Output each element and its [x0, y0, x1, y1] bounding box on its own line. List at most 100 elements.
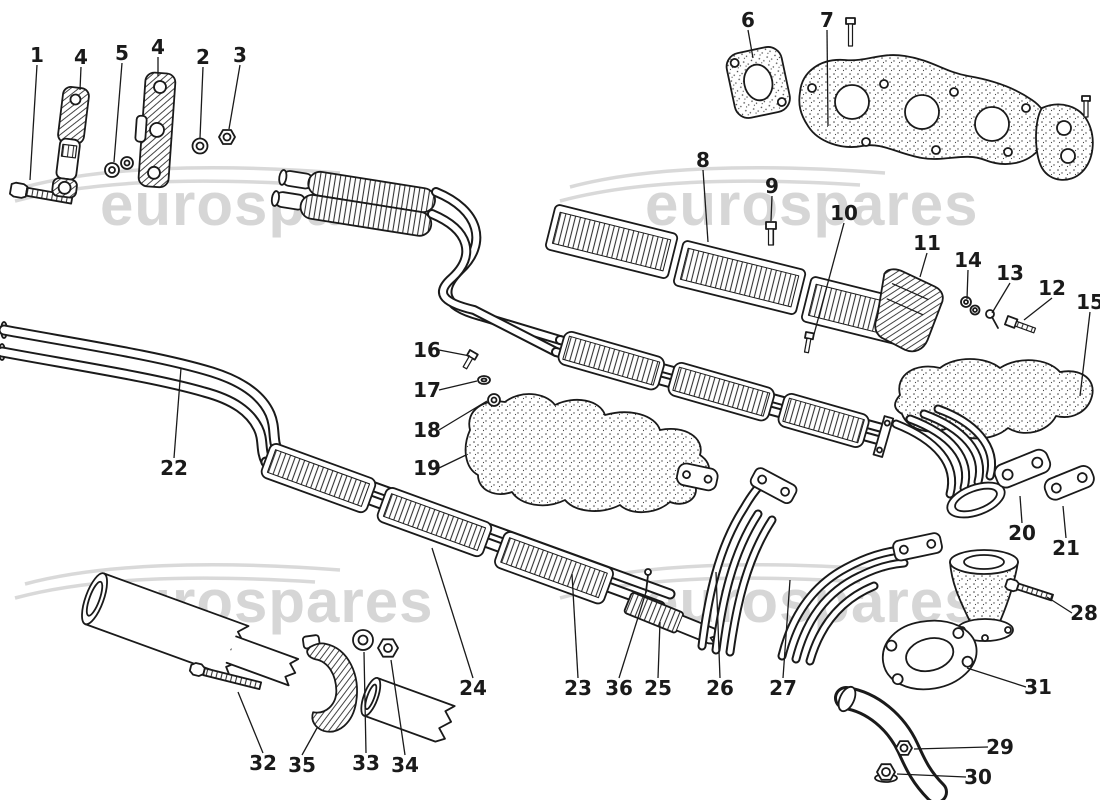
part-7-manifold-gasket	[798, 17, 1094, 181]
part-34-nut	[377, 638, 399, 658]
part-29-nut	[895, 740, 913, 756]
pipe-section-b	[360, 677, 456, 743]
tail-pipe-cutaway	[81, 572, 300, 687]
leader-line-16-16	[438, 349, 471, 357]
part-label-12: 12	[1038, 276, 1066, 300]
part-31-gasket	[881, 619, 978, 691]
part-label-2: 2	[196, 45, 210, 69]
part-1-bolt	[9, 181, 74, 205]
leader-line-36-34	[390, 659, 406, 756]
leader-line-33-32	[237, 691, 264, 754]
part-20-flange	[993, 448, 1052, 489]
part-label-13: 13	[996, 261, 1024, 285]
part-label-9: 9	[765, 174, 779, 198]
part-14-washers	[960, 296, 981, 316]
part-label-18: 18	[413, 418, 441, 442]
leader-line-27-26	[715, 571, 721, 679]
part-21-flange	[1043, 465, 1095, 501]
part-label-33: 33	[352, 751, 380, 775]
part-27-downpipes	[777, 532, 943, 666]
leader-line-18-18	[438, 400, 488, 431]
leader-line-25-36	[618, 591, 647, 679]
part-35-clamp	[302, 634, 358, 733]
leader-line-1-4	[79, 66, 82, 91]
part-label-4: 4	[74, 45, 88, 69]
leader-line-32-30	[896, 773, 967, 778]
part-4-hanger-bracket-a	[51, 86, 90, 199]
part-28-bolt	[1004, 578, 1054, 602]
leader-line-2-5	[113, 62, 123, 163]
leader-line-20-22	[173, 367, 182, 459]
leader-line-30-31	[966, 667, 1027, 688]
leader-line-29-28	[1046, 596, 1073, 614]
part-12-bolt	[1004, 315, 1037, 334]
part-label-29: 29	[986, 735, 1014, 759]
part-label-5: 5	[115, 41, 129, 65]
part-label-24: 24	[459, 676, 487, 700]
leader-line-4-2	[199, 66, 204, 139]
part-label-27: 27	[769, 676, 797, 700]
part-label-14: 14	[954, 248, 982, 272]
part-label-22: 22	[160, 456, 188, 480]
part-5-washers	[104, 156, 134, 178]
part-32-bolt	[188, 662, 263, 691]
leader-line-26-25	[657, 621, 661, 679]
leader-line-28-27	[782, 579, 791, 679]
part-16-bolt	[462, 349, 479, 370]
leader-line-6-6	[747, 29, 754, 59]
part-label-8: 8	[696, 148, 710, 172]
part-4-hanger-bracket-b	[134, 71, 177, 189]
lower-silencer-boxes	[260, 443, 614, 605]
part-label-11: 11	[913, 231, 941, 255]
part-label-30: 30	[964, 765, 992, 789]
part-label-26: 26	[706, 676, 734, 700]
part-11-shield-bracket	[874, 268, 944, 353]
part-label-34: 34	[391, 753, 419, 777]
part-19-heat-shield	[464, 393, 710, 514]
part-label-6: 6	[741, 8, 755, 32]
leader-line-13-13	[991, 282, 1011, 314]
part-label-23: 23	[564, 676, 592, 700]
part-label-20: 20	[1008, 521, 1036, 545]
part-label-35: 35	[288, 753, 316, 777]
manifold-downpipes-right	[891, 404, 1006, 519]
rear-silencer-upper	[270, 169, 436, 237]
leader-line-23-24	[431, 547, 474, 679]
leader-line-12-14	[966, 269, 969, 300]
part-33-washer	[352, 629, 374, 651]
part-label-10: 10	[830, 201, 858, 225]
part-2-washer	[191, 137, 209, 155]
part-label-19: 19	[413, 456, 441, 480]
leader-line-0-1	[29, 64, 38, 181]
part-18-grommet	[487, 393, 501, 407]
part-label-4: 4	[151, 35, 165, 59]
part-6-gasket	[725, 46, 791, 119]
leader-line-19-19	[438, 454, 467, 469]
leader-line-10-10	[812, 222, 845, 339]
leader-line-22-21	[1062, 505, 1067, 539]
part-label-32: 32	[249, 751, 277, 775]
leader-lines-layer	[29, 29, 1091, 778]
leader-line-21-20	[1019, 495, 1023, 524]
part-10-bolt	[803, 331, 815, 354]
part-label-1: 1	[30, 43, 44, 67]
leader-line-7-7	[826, 29, 829, 127]
leader-line-8-8	[702, 169, 709, 243]
part-label-25: 25	[644, 676, 672, 700]
part-label-15: 15	[1076, 290, 1100, 314]
part-label-16: 16	[413, 338, 441, 362]
part-label-21: 21	[1052, 536, 1080, 560]
part-label-36: 36	[605, 676, 633, 700]
leader-line-35-33	[363, 651, 367, 754]
leader-line-34-35	[301, 727, 318, 756]
part-label-7: 7	[820, 8, 834, 32]
part-label-28: 28	[1070, 601, 1098, 625]
part-3-nut	[218, 129, 236, 145]
leader-line-14-12	[1023, 297, 1053, 321]
leader-line-9-9	[770, 195, 773, 222]
part-label-17: 17	[413, 378, 441, 402]
part-label-31: 31	[1024, 675, 1052, 699]
